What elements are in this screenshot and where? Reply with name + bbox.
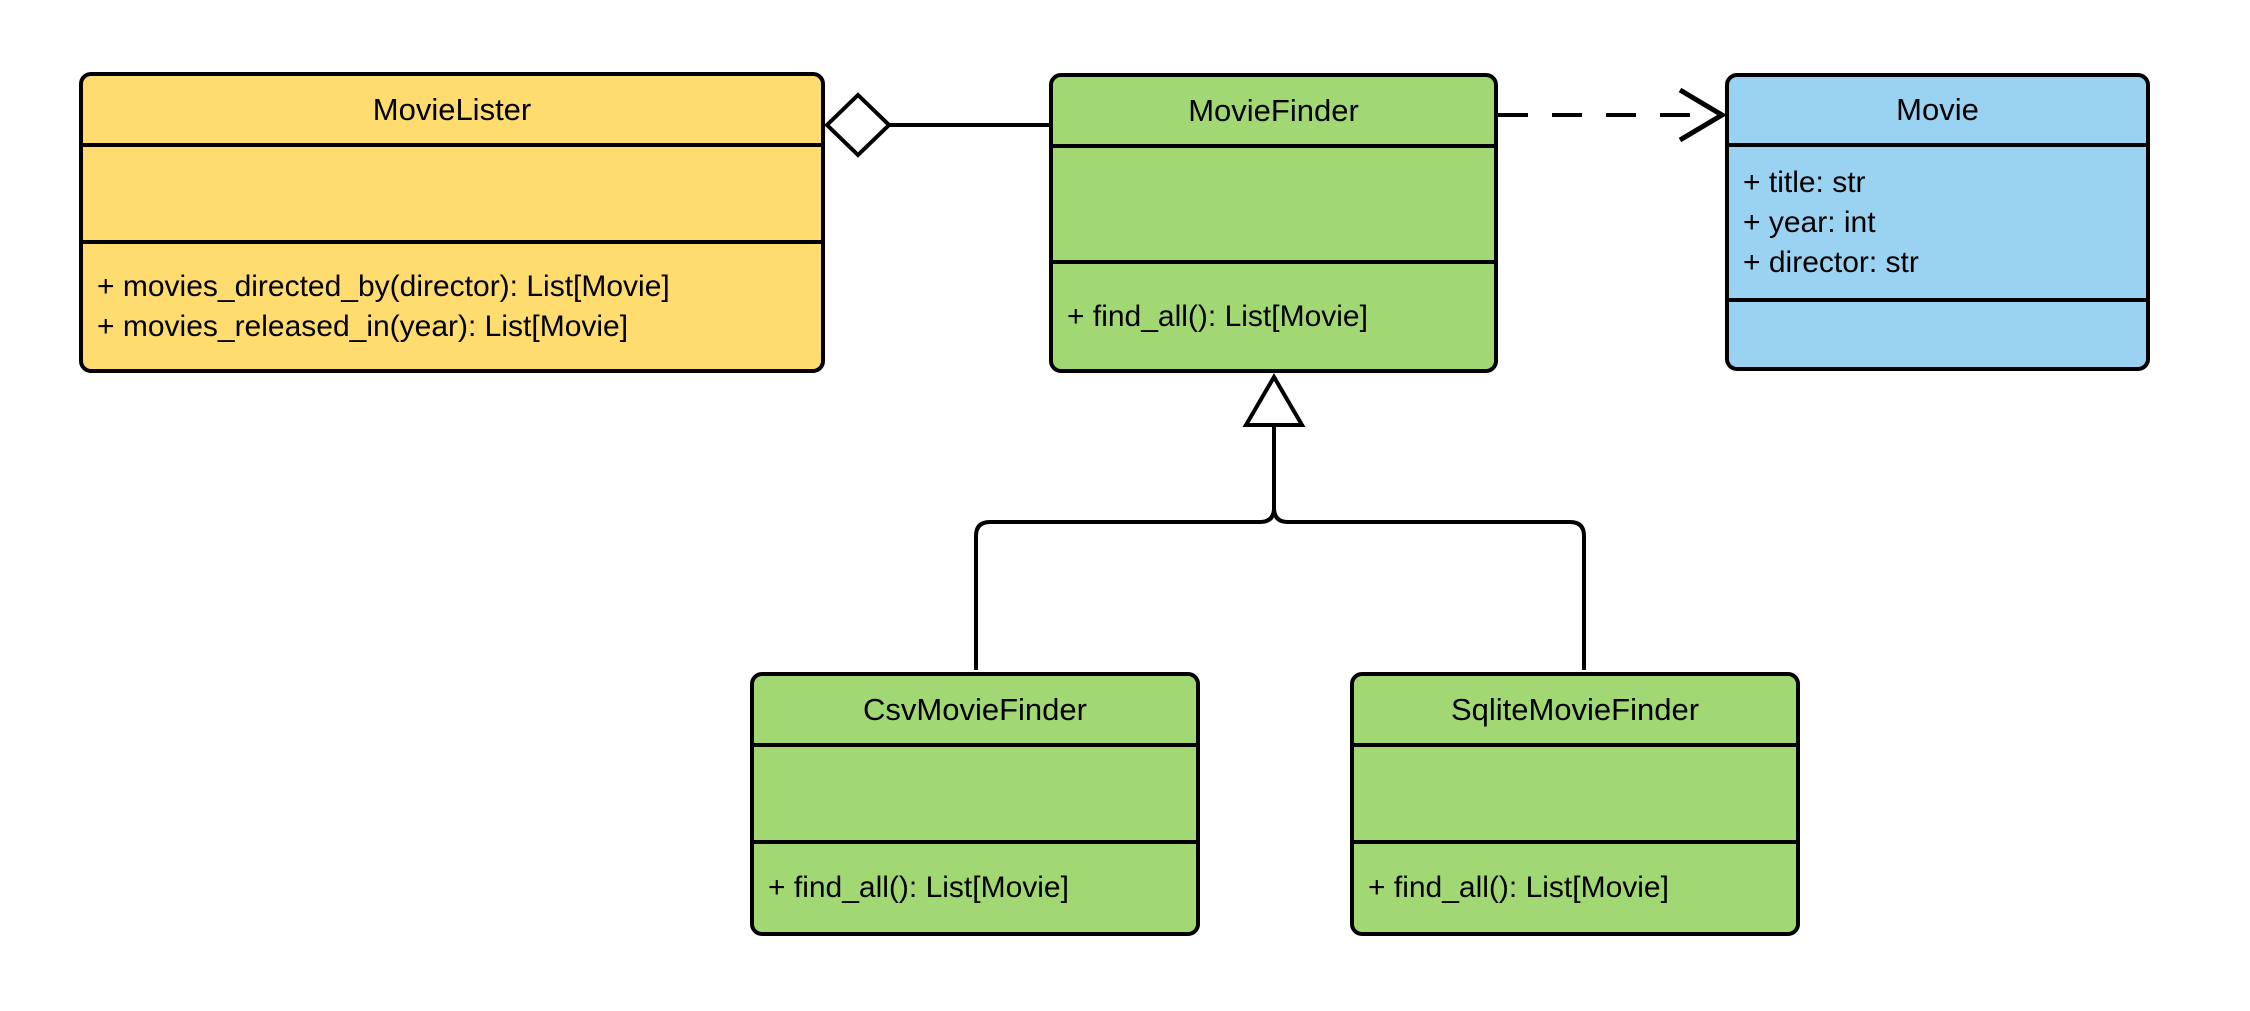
class-box-movielister: MovieLister + movies_directed_by(directo… [79,72,825,373]
methods-compartment: + find_all(): List[Movie] [1354,844,1796,932]
method-item: + find_all(): List[Movie] [1368,871,1669,904]
class-name-moviefinder: MovieFinder [1053,77,1494,148]
generalization-triangle-icon [1242,373,1306,427]
method-item: + movies_released_in(year): List[Movie] [97,309,629,343]
attribute-item: + year: int [1743,205,1876,239]
methods-compartment: + find_all(): List[Movie] [754,844,1196,932]
method-item: + find_all(): List[Movie] [1067,299,1368,333]
attributes-compartment: + title: str + year: int + director: str [1729,147,2146,302]
attribute-item: + title: str [1743,165,1866,199]
attributes-compartment [1053,148,1494,264]
method-item: + movies_directed_by(director): List[Mov… [97,269,670,303]
class-name-movielister: MovieLister [83,76,821,147]
methods-compartment: + movies_directed_by(director): List[Mov… [83,244,821,369]
class-name-movie: Movie [1729,77,2146,147]
attributes-compartment [754,747,1196,844]
attribute-item: + director: str [1743,245,1919,279]
dependency-open-arrow-icon [1678,87,1727,143]
methods-compartment: + find_all(): List[Movie] [1053,264,1494,369]
class-box-moviefinder: MovieFinder + find_all(): List[Movie] [1049,73,1498,373]
class-box-csvmoviefinder: CsvMovieFinder + find_all(): List[Movie] [750,672,1200,936]
methods-compartment [1729,302,2146,367]
generalization-edge-left [974,425,1276,670]
class-name-sqlitemoviefinder: SqliteMovieFinder [1354,676,1796,747]
aggregation-diamond-icon [824,92,892,158]
attributes-compartment [83,147,821,244]
class-box-sqlitemoviefinder: SqliteMovieFinder + find_all(): List[Mov… [1350,672,1800,936]
generalization-edge-right [1272,507,1586,670]
class-name-csvmoviefinder: CsvMovieFinder [754,676,1196,747]
class-box-movie: Movie + title: str + year: int + directo… [1725,73,2150,371]
method-item: + find_all(): List[Movie] [768,871,1069,904]
attributes-compartment [1354,747,1796,844]
